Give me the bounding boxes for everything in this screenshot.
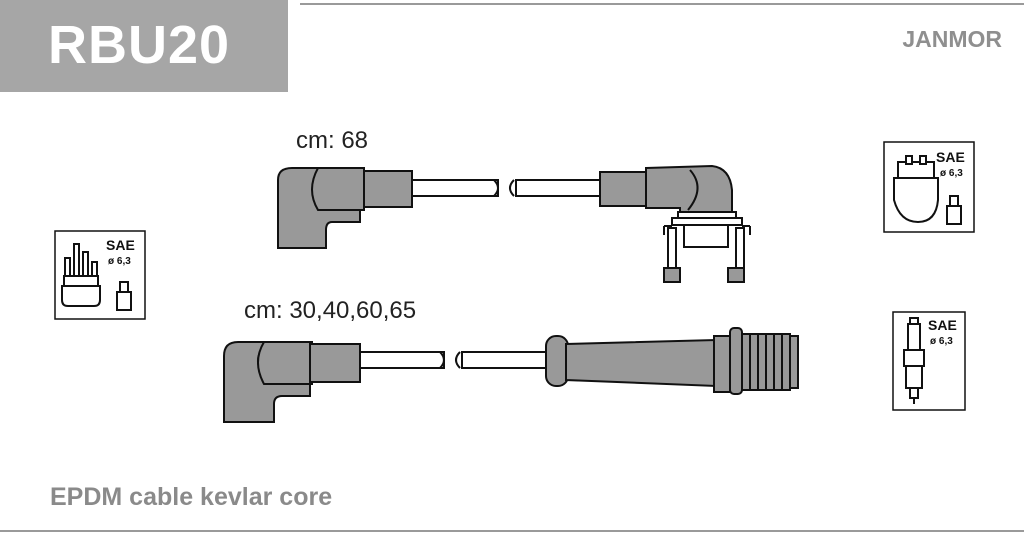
- cable-1-left-sleeve: [311, 167, 365, 211]
- cable-2-left-sleeve: [257, 341, 313, 385]
- ignition-coil-icon: [883, 141, 975, 233]
- part-code: RBU20: [48, 15, 231, 75]
- cable-1-left-ferrule: [363, 170, 413, 208]
- cable-2-boot-ribs: [741, 333, 799, 391]
- part-code-banner: RBU20: [0, 0, 288, 92]
- left-diameter-label: ø 6,3: [108, 256, 131, 267]
- cable-1-right-ferrule: [599, 171, 649, 207]
- distributor-cap-icon: [54, 230, 146, 320]
- coil-diameter-label: ø 6,3: [940, 168, 963, 179]
- cable-1-wire-right: [515, 179, 603, 197]
- cable-1-length: cm: 68: [296, 127, 369, 154]
- cable-spec: EPDM cable kevlar core: [50, 483, 333, 511]
- cable-2: [223, 327, 799, 423]
- left-sae-label: SAE: [106, 237, 135, 253]
- bottom-divider: [0, 530, 1024, 532]
- brand-name: JANMOR: [902, 26, 1002, 52]
- plug-diameter-label: ø 6,3: [930, 336, 953, 347]
- top-divider: [300, 3, 1024, 5]
- cable-2-length: cm: 30,40,60,65: [244, 297, 417, 324]
- cable-1: [277, 164, 751, 283]
- coil-sae-label: SAE: [936, 149, 965, 165]
- cable-2-boot-collar: [545, 335, 569, 387]
- cable-1-wire-left: [411, 179, 499, 197]
- cable-2-boot-body: [565, 338, 717, 388]
- cable-2-left-ferrule: [309, 343, 361, 383]
- cable-2-wire-right: [461, 351, 549, 369]
- cable-1-coil-clip: [663, 211, 751, 283]
- cable-2-wire-left: [359, 351, 445, 369]
- plug-sae-label: SAE: [928, 317, 957, 333]
- spark-plug-icon: [892, 311, 966, 411]
- cable-1-right-boot: [645, 164, 733, 213]
